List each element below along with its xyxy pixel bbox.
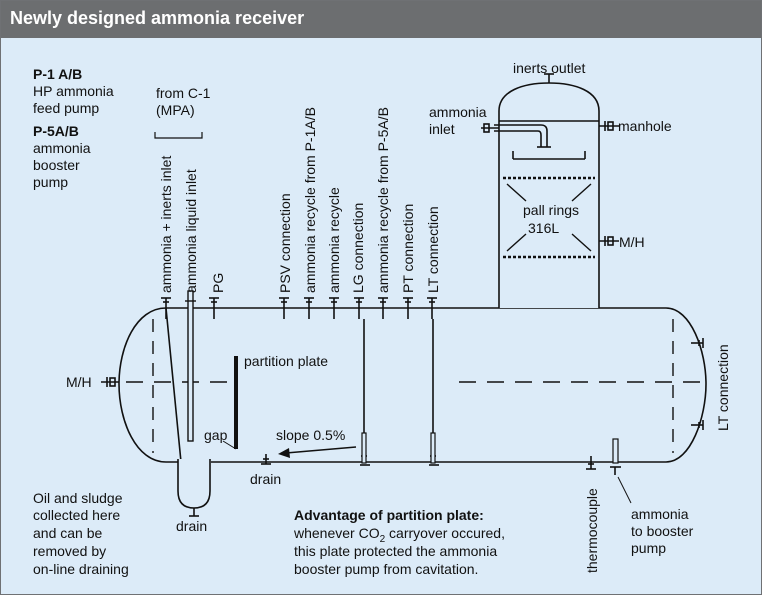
label-booster-1: ammonia (631, 506, 689, 522)
advantage-line-2: this plate protected the ammonia (294, 543, 497, 559)
from-c1-label-2: (MPA) (156, 102, 195, 118)
label-lt-connection-top: LT connection (425, 206, 441, 293)
advantage-line-3: booster pump from cavitation. (294, 561, 478, 577)
label-left-mh: M/H (66, 374, 92, 390)
label-psv-connection: PSV connection (277, 193, 293, 293)
slope-arrow (278, 446, 357, 458)
top-nozzles (161, 297, 437, 319)
legend-p5-desc-1: ammonia (33, 140, 91, 156)
booster-pump-outlet-pipe (612, 438, 619, 464)
oil-note-3: and can be (33, 525, 102, 541)
oil-note-1: Oil and sludge (33, 490, 123, 506)
label-slope: slope 0.5% (276, 427, 345, 443)
label-inerts-outlet: inerts outlet (513, 60, 585, 76)
packing-bed (506, 183, 592, 252)
advantage-line-1: whenever CO2 carryover occured, (293, 525, 505, 545)
from-c1-label-1: from C-1 (156, 85, 211, 101)
oil-note-4: removed by (33, 543, 106, 559)
bottom-nozzles (261, 454, 596, 470)
legend-p5-code: P-5A/B (33, 123, 79, 139)
legend-p1-code: P-1 A/B (33, 66, 82, 82)
packing-supports (503, 176, 595, 259)
diagram-title: Newly designed ammonia receiver (10, 8, 305, 28)
legend-p1-desc-2: feed pump (33, 100, 99, 116)
label-thermocouple: thermocouple (584, 488, 600, 573)
label-recycle-p5: ammonia recycle from P-5A/B (375, 107, 391, 293)
left-manhole-nozzle (101, 377, 119, 387)
label-pg: PG (210, 273, 226, 293)
legend-p5-desc-2: booster (33, 157, 80, 173)
head-tangent-lines (152, 319, 674, 453)
column-nozzles (481, 121, 619, 246)
recycle-pipe-outlet (361, 432, 367, 464)
label-column-mh: M/H (619, 234, 645, 250)
legend-p1-desc-1: HP ammonia (33, 83, 114, 99)
legend-p5-desc-3: pump (33, 174, 68, 190)
booster-pump-leader (617, 476, 632, 504)
label-316l: 316L (528, 220, 559, 236)
label-lg-connection: LG connection (350, 203, 366, 293)
label-manhole: manhole (618, 118, 672, 134)
label-recycle-p1: ammonia recycle from P-1A/B (302, 107, 318, 293)
label-pt-connection: PT connection (400, 204, 416, 293)
vessel-body (118, 307, 707, 463)
gap-leader (222, 440, 237, 450)
title-bar: Newly designed ammonia receiver (1, 1, 761, 38)
label-partition-plate: partition plate (244, 353, 328, 369)
label-boot-drain: drain (176, 518, 207, 534)
column-shell (498, 82, 600, 308)
label-ammonia-inlet-1: ammonia (429, 104, 487, 120)
label-drain: drain (250, 471, 281, 487)
partition-plate (234, 356, 238, 449)
lg-pipe-outlet (430, 432, 436, 464)
oil-note-2: collected here (33, 507, 120, 523)
label-pall-rings: pall rings (523, 202, 579, 218)
label-booster-3: pump (631, 540, 666, 556)
label-ammonia-inerts-inlet: ammonia + inerts inlet (158, 156, 174, 293)
drain-boot (177, 459, 211, 517)
advantage-heading: Advantage of partition plate: (294, 507, 484, 523)
label-ammonia-liquid-inlet: ammonia liquid inlet (183, 169, 199, 293)
right-lt-nozzles (691, 338, 704, 430)
label-ammonia-inlet-2: inlet (429, 121, 455, 137)
label-lt-connection-right: LT connection (715, 344, 731, 431)
label-gap: gap (204, 427, 228, 443)
from-c1-bracket (154, 132, 203, 139)
label-booster-2: to booster (631, 523, 694, 539)
oil-note-5: on-line draining (33, 561, 129, 577)
internal-pipes (361, 319, 436, 457)
column-internals (494, 73, 599, 160)
label-ammonia-recycle: ammonia recycle (326, 187, 342, 293)
liquid-inlet-dip-pipe (185, 290, 196, 442)
